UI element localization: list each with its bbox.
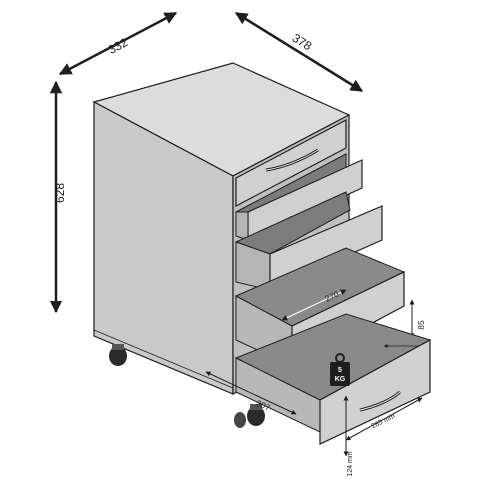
- weight-value: 5: [338, 367, 342, 374]
- drawer-2: [235, 153, 363, 241]
- depth-dimension-arrow: [234, 11, 364, 93]
- drawer-width-arrow: [205, 371, 297, 415]
- width-dimension-arrow: [58, 11, 178, 76]
- weight-icon: 5 KG: [330, 353, 350, 386]
- height-label: 628: [53, 183, 67, 203]
- drawer-height-label: 85: [416, 320, 426, 330]
- weight-unit: KG: [335, 376, 346, 383]
- inner-height-label: 124 mm: [347, 451, 354, 476]
- drawer-1: [235, 119, 347, 207]
- inner-depth-arrow: [345, 397, 423, 441]
- drawer-5: [205, 313, 432, 457]
- drawer-depth-arrow: [281, 289, 347, 321]
